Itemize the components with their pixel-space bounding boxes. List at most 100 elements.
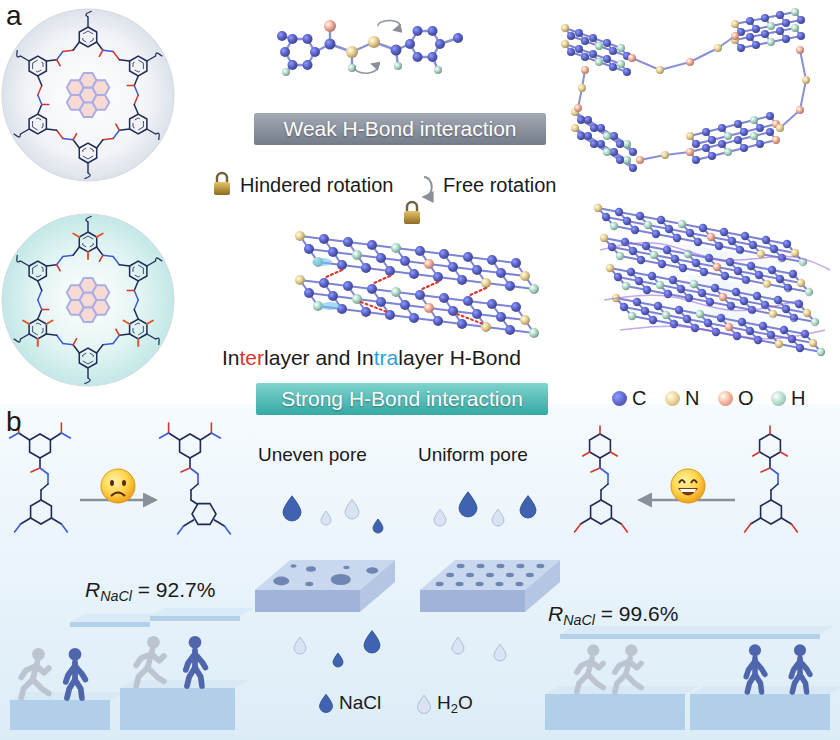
hydrogen-bonded-layers-part (409, 313, 419, 323)
hydrazone-unit-part (200, 433, 211, 440)
hydrazone-pore-part (2, 9, 174, 181)
hydrogen-bonded-layers-part (468, 288, 486, 296)
platform (690, 686, 840, 730)
hydrazone-pore-part (133, 60, 143, 72)
hydrogen-bonded-layers-part (439, 293, 449, 303)
distorted-framework-part (761, 14, 769, 22)
keto-enamine-unit (575, 426, 628, 532)
walking-person (66, 648, 86, 698)
keto-enamine-pore-part (103, 255, 113, 256)
ordered-stack-part (677, 285, 685, 293)
hydrazone-pore-part (83, 147, 93, 159)
keto-enamine-pore-part (57, 335, 63, 343)
keto-enamine-unit-part (599, 426, 601, 434)
membrane-part (305, 582, 313, 586)
hydrazone-unit-part (31, 500, 52, 524)
hydrazone-pore-part (103, 50, 113, 51)
membrane-part (477, 564, 485, 568)
linker-model-part (310, 47, 320, 57)
hydrogen-bonded-layers-part (448, 262, 458, 272)
hydrazone-unit-part (189, 458, 191, 468)
keto-enamine-pore-part (87, 368, 88, 378)
distorted-framework-part (800, 50, 806, 80)
ordered-stack-part (600, 243, 830, 270)
keto-enamine-pore-part (63, 344, 73, 345)
distorted-framework-part (767, 38, 775, 46)
hydrazone-pore-part (113, 130, 119, 138)
running-person-part (21, 680, 33, 698)
text-part: ter (240, 346, 265, 369)
sad-face-part (122, 480, 126, 486)
lock-icon (404, 202, 420, 224)
distorted-framework-part (616, 156, 624, 164)
hydrazone-unit-part (50, 433, 61, 440)
hydrazone-unit-part (178, 526, 184, 534)
hydrogen-bonded-layers-part (433, 316, 443, 326)
text-part: R (548, 602, 563, 625)
linker-model-part (368, 36, 380, 48)
distorted-framework-part (796, 106, 804, 114)
keto-enamine-unit-part (777, 474, 779, 484)
hydrogen-bonded-layers-part (343, 237, 353, 247)
ordered-stack-part (774, 296, 782, 304)
ordered-stack-part (782, 305, 790, 313)
lock-icon (214, 173, 230, 195)
membrane-part (515, 582, 523, 586)
rejection-value: RNaCl = 99.6% (548, 602, 678, 629)
ordered-stack-part (673, 234, 681, 242)
hydrazone-pore-part (63, 139, 73, 140)
hydrogen-bonded-layers-part (376, 297, 386, 307)
hydrogen-bonded-layers-part (391, 243, 401, 253)
legend-entry: O (718, 387, 754, 410)
hydrazone-unit-part (15, 524, 21, 532)
walking-person-part (755, 674, 762, 692)
happy-face-part (679, 480, 685, 483)
hydrazone-pore-part (73, 42, 79, 50)
hydrogen-bonded-layers-part (439, 249, 449, 259)
hydrazone-pore-part (20, 56, 29, 61)
distorted-framework-part (714, 44, 722, 52)
legend-entry: NaCl (318, 692, 381, 714)
hydrazone-pore-part (83, 31, 93, 43)
text-part: In (222, 346, 240, 369)
linker-model (277, 20, 463, 76)
ordered-stack-part (704, 319, 712, 327)
ordered-stack-part (631, 226, 639, 234)
keto-enamine-pore-part (130, 319, 147, 339)
ordered-stack-part (817, 348, 825, 356)
hydrazone-unit-part (61, 423, 63, 433)
hydrazone-unit-part (211, 433, 220, 438)
distorted-framework-part (575, 45, 583, 53)
keto-enamine-pore-part (134, 291, 138, 301)
linker-model-part (434, 66, 442, 74)
running-person-part (148, 668, 164, 682)
hydrazone-pore-part (134, 105, 138, 115)
legend-text: H2O (437, 692, 473, 717)
atom-swatch (665, 391, 680, 406)
distorted-framework-part (796, 46, 804, 54)
hydrogen-bonded-layers-part (457, 319, 467, 329)
hydrazone-unit-part (40, 490, 42, 500)
hydrogen-bonded-layers-part (487, 255, 497, 265)
ordered-stack-part (650, 251, 658, 259)
keto-enamine-unit-part (753, 452, 760, 456)
distorted-framework-part (589, 50, 597, 58)
keto-enamine-pore-part (42, 309, 49, 311)
ordered-stack-part (755, 271, 763, 279)
hydrazone-pore-part (17, 50, 21, 57)
linker-model-part (435, 39, 445, 49)
linker-model-part (324, 20, 336, 32)
text-part: = 92.7% (132, 578, 215, 601)
legend-entry: N (665, 387, 699, 410)
salt-drop (459, 492, 477, 517)
distorted-framework-part (629, 148, 637, 156)
hydrogen-bonded-layers-part (487, 299, 497, 309)
linker-model-part (428, 52, 438, 62)
distorted-framework-part (571, 124, 579, 132)
keto-enamine-unit-part (621, 524, 627, 532)
ordered-stack-part (719, 293, 727, 301)
salt-drop (520, 496, 536, 518)
keto-enamine-pore-part (20, 334, 29, 339)
hydrazone-unit-part (41, 484, 48, 490)
hydrogen-bonded-layers-part (529, 328, 539, 338)
